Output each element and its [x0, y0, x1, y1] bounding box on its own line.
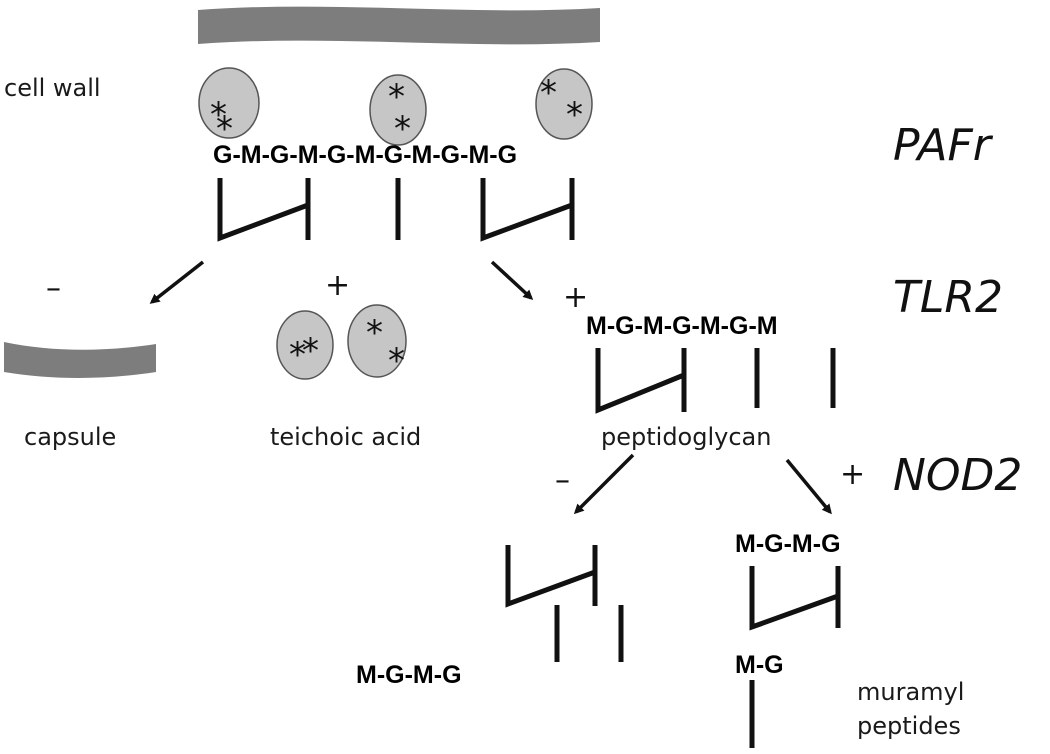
teichoic-acid-attached-3: * * — [535, 68, 593, 140]
arrow-to-muramyl-peptides — [785, 458, 832, 515]
released-glycan-chain: M-G-M-G — [356, 661, 462, 689]
phosphorylcholine-icon: * — [394, 109, 411, 149]
cell-wall-glycan-chain: G-M-G-M-G-M-G-M-G-M-G — [213, 141, 517, 169]
teichoic-acid-attached-2: * * — [369, 74, 427, 149]
peptidoglycan-glycan-chain: M-G-M-G-M-G-M — [586, 312, 778, 340]
cell-wall-band — [198, 6, 600, 45]
phosphorylcholine-icon: * — [540, 73, 557, 113]
teichoic-acid-label: teichoic acid — [270, 423, 421, 451]
pafr-receptor-label: PAFr — [893, 120, 994, 171]
muramyl-dipeptide-chain: M-G — [735, 651, 784, 679]
peptidoglycan-plus-sign: + — [563, 280, 588, 315]
peptidoglycan-label: peptidoglycan — [601, 423, 771, 451]
muramyl-plus-sign: + — [840, 457, 865, 492]
nod2-receptor-label: NOD2 — [893, 450, 1022, 501]
phosphorylcholine-icon: * — [216, 109, 233, 149]
teichoic-acid-attached-1: * * — [198, 67, 260, 149]
cell-wall-peptide-crosslinks — [217, 178, 575, 242]
phosphorylcholine-icon: * — [566, 95, 583, 135]
capsule-label: capsule — [24, 423, 116, 451]
muramyl-label-line1: muramyl — [857, 678, 964, 706]
teichoic-acid-free-1: * * — [276, 310, 334, 380]
peptidoglycan-peptide-crosslinks — [595, 348, 836, 414]
degraded-minus-sign: – — [555, 463, 570, 498]
muramyl-label-line2: peptides — [857, 712, 961, 740]
arrow-to-degraded-fragments — [573, 453, 635, 515]
phosphorylcholine-icon: * — [210, 95, 227, 135]
phosphorylcholine-icon: * — [388, 77, 405, 117]
arrow-to-peptidoglycan — [490, 260, 534, 301]
teichoic-plus-sign: + — [325, 268, 350, 303]
tlr2-receptor-label: TLR2 — [893, 272, 1003, 323]
arrow-to-capsule — [149, 260, 205, 304]
phosphorylcholine-icon: * — [388, 341, 405, 381]
muramyl-peptide-crosslinks — [749, 566, 841, 748]
capsule-minus-sign: – — [46, 271, 61, 306]
teichoic-acid-free-2: * * — [347, 304, 407, 381]
phosphorylcholine-icon: * — [366, 313, 383, 353]
phosphorylcholine-icon: * — [302, 331, 319, 371]
muramyl-glycan-chain: M-G-M-G — [735, 530, 841, 558]
phosphorylcholine-icon: * — [289, 335, 306, 375]
capsule-band — [4, 342, 156, 378]
cell-wall-label: cell wall — [4, 74, 101, 102]
degraded-peptide-fragments — [505, 545, 624, 662]
